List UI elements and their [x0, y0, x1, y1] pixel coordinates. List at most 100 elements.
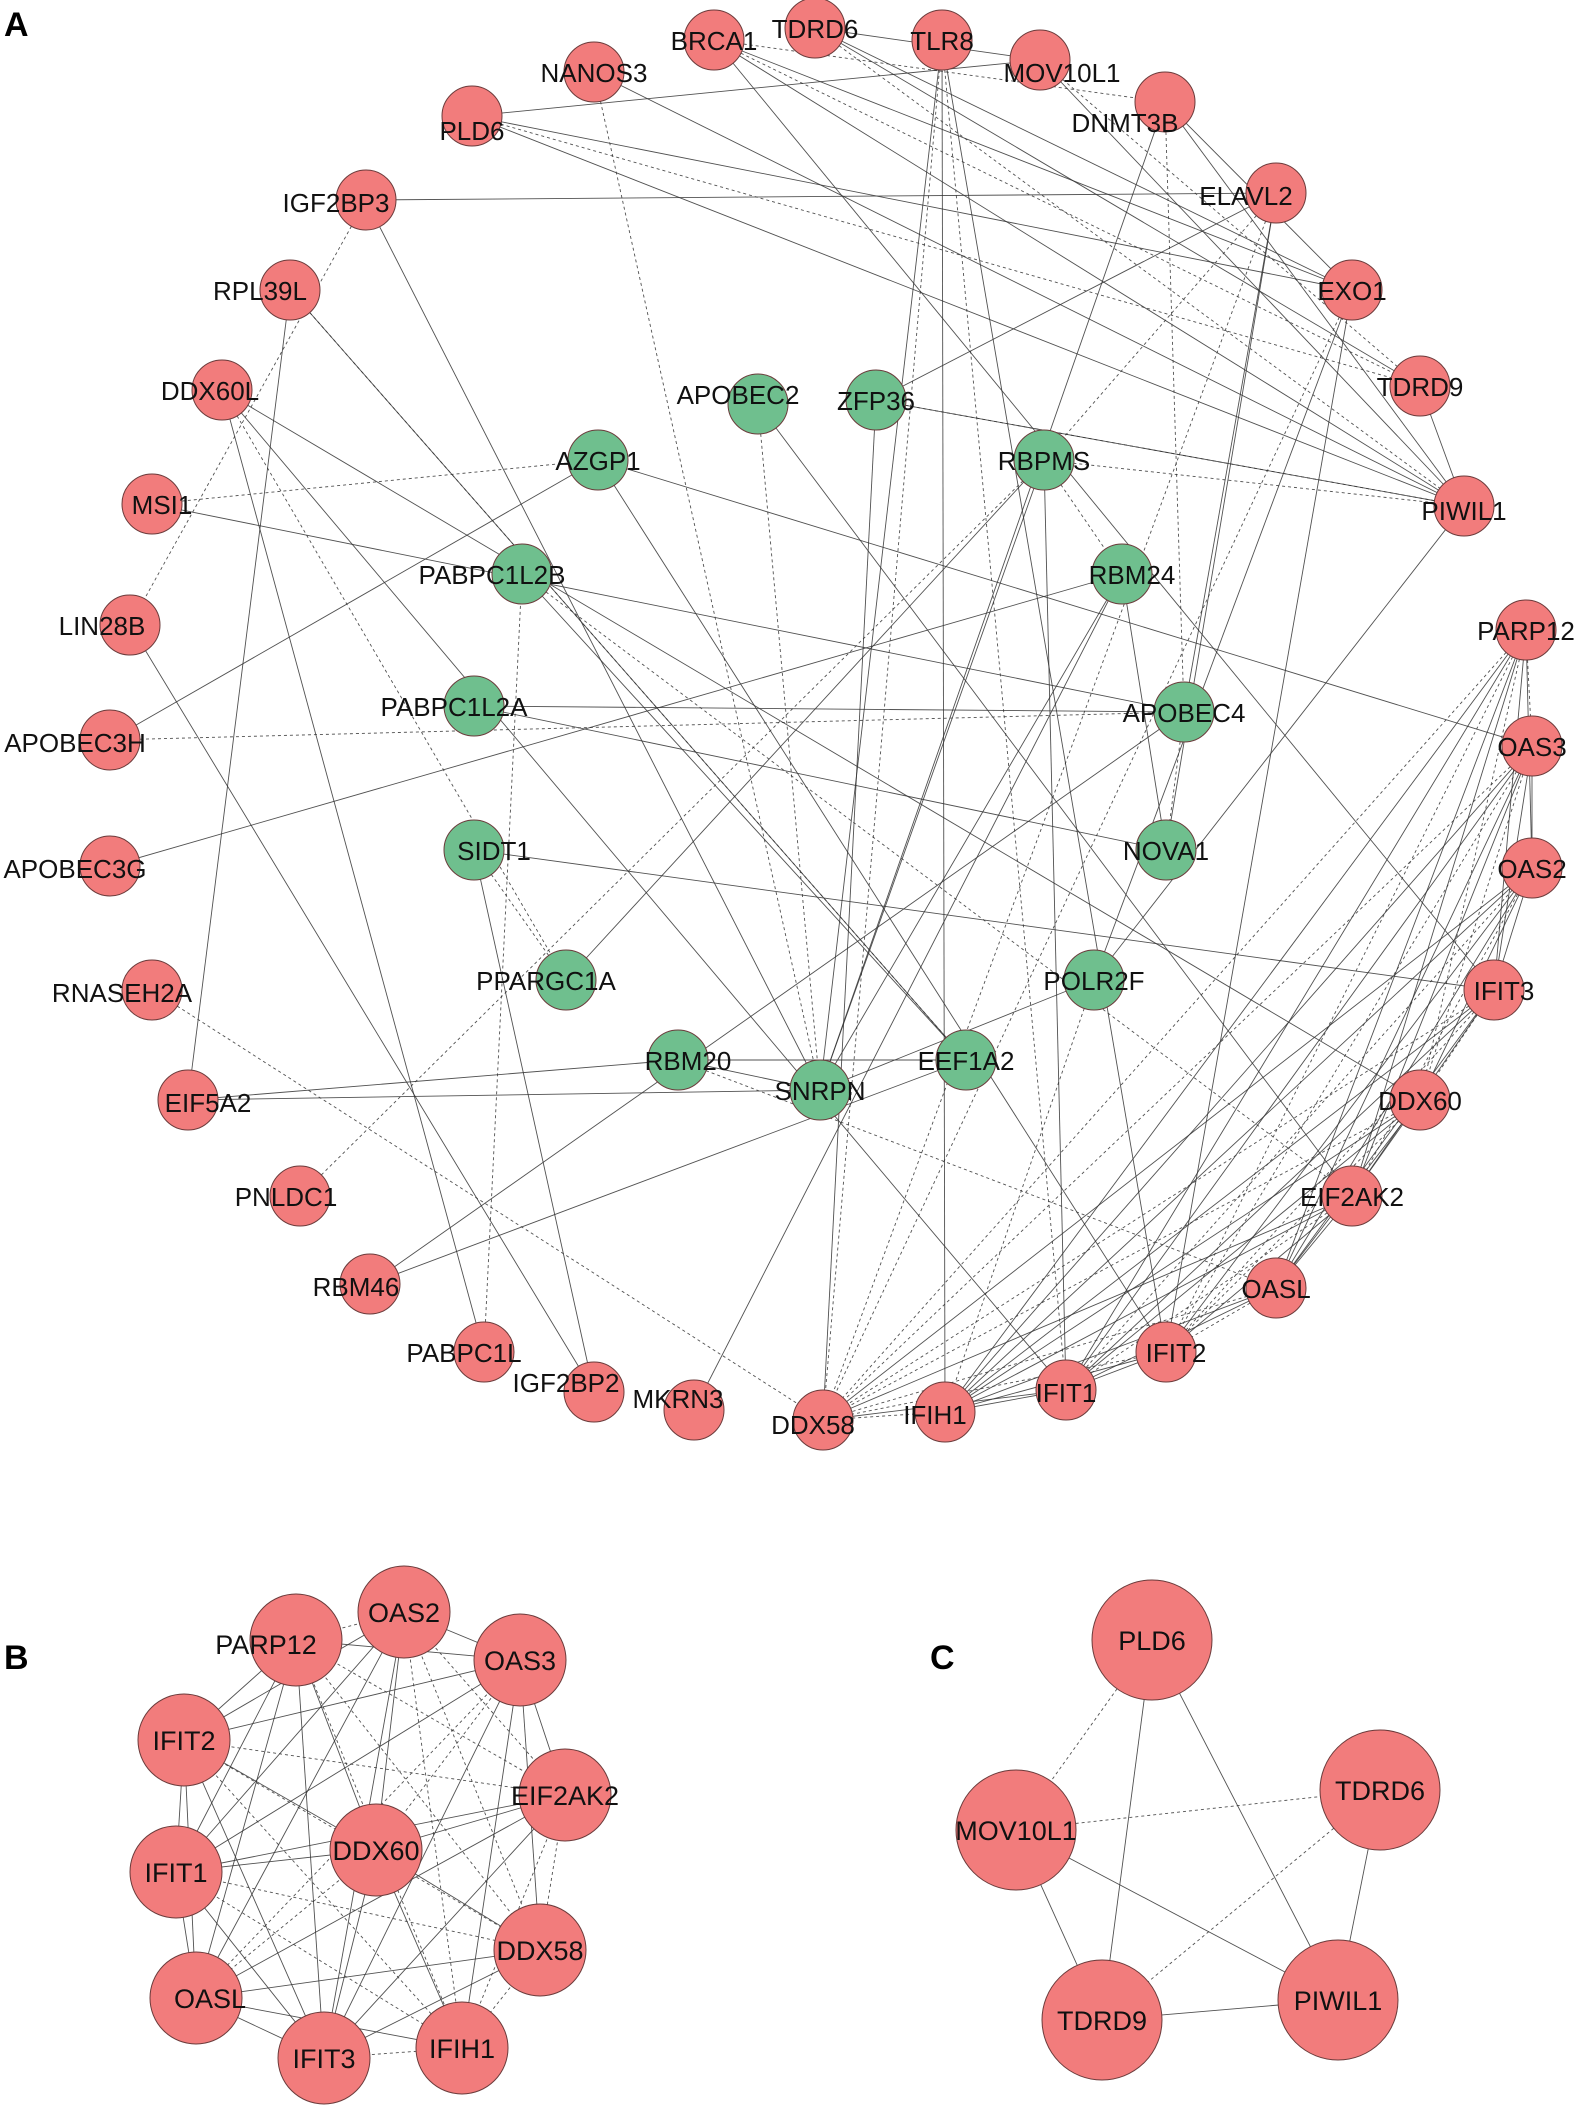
a-label-rbm20: RBM20: [645, 1046, 732, 1076]
a-label-pnldc1: PNLDC1: [235, 1182, 338, 1212]
b-node-ddx60: [329, 1803, 423, 1897]
a-edge-apobec3g-rbm24: [109, 573, 1123, 867]
a-edge-igf2bp3-elavl2: [365, 192, 1277, 201]
a-edge-rbm24-snrpn: [819, 573, 1123, 1091]
b-edge-oas3-ifit1: [175, 1659, 521, 1873]
a-edge-piwil1-rbpms: [1043, 459, 1465, 507]
a-edge-ddx60-ifih1: [944, 1099, 1421, 1413]
a-label-oas2: OAS2: [1497, 854, 1566, 884]
b-label-oas3: OAS3: [484, 1646, 556, 1676]
a-edge-ddx60l-ddx60: [221, 389, 1421, 1101]
a-edge-oas2-ifit1: [1065, 867, 1533, 1391]
a-edge-eif2ak2-ifih1: [944, 1195, 1353, 1413]
a-node-oas3: [1501, 715, 1563, 777]
b-edge-oas3-ifit2: [183, 1659, 521, 1741]
a-label-apobec3g: APOBEC3G: [3, 854, 146, 884]
a-label-rnaseh2a: RNASEH2A: [52, 978, 193, 1008]
a-edge-nanos3-piwil1: [593, 71, 1465, 507]
a-edge-apobec4-pabpc1l2a: [473, 705, 1185, 713]
a-node-rbm46: [339, 1253, 401, 1315]
a-label-pabpc1l2b: PABPC1L2B: [419, 560, 566, 590]
a-node-polr2f: [1063, 949, 1125, 1011]
a-edge-lin28b-igf2bp2: [129, 624, 595, 1393]
a-edge-elavl2-zfp36: [875, 192, 1277, 401]
b-node-parp12: [249, 1593, 343, 1687]
b-edge-ifit1-ddx58: [175, 1871, 541, 1951]
a-label-apobec4: APOBEC4: [1123, 698, 1246, 728]
a-node-sidt1: [443, 819, 505, 881]
a-label-lin28b: LIN28B: [59, 611, 146, 641]
a-label-pabpc1l: PABPC1L: [406, 1338, 521, 1368]
a-node-ddx58: [792, 1389, 854, 1451]
a-node-nova1: [1135, 819, 1197, 881]
b-node-ifih1: [415, 2001, 509, 2095]
b-edge-oas2-eif2ak2: [403, 1611, 566, 1796]
a-edge-ddx60l-ppargc1a: [221, 389, 567, 981]
a-label-snrpn: SNRPN: [774, 1076, 865, 1106]
a-edge-apobec3h-azgp1: [109, 459, 599, 741]
a-edge-oas2-ddx58: [822, 867, 1533, 1421]
a-label-oas3: OAS3: [1497, 732, 1566, 762]
a-label-pabpc1l2a: PABPC1L2A: [381, 692, 529, 722]
a-node-piwil1: [1433, 475, 1495, 537]
a-label-eif5a2: EIF5A2: [165, 1088, 252, 1118]
a-node-ddx60: [1389, 1069, 1451, 1131]
c-node-mov10l1: [955, 1769, 1077, 1891]
a-node-tdrd6: [784, 0, 846, 59]
a-node-azgp1: [567, 429, 629, 491]
a-node-lin28b: [99, 594, 161, 656]
a-label-mkrn3: MKRN3: [632, 1384, 723, 1414]
a-edge-tlr8-ifih1: [941, 39, 946, 1413]
a-edge-eif2ak2-ddx58: [822, 1195, 1353, 1421]
a-edge-elavl2-nova1: [1165, 192, 1277, 851]
b-label-ifit1: IFIT1: [144, 1858, 207, 1888]
a-node-rbpms: [1013, 429, 1075, 491]
a-label-ddx60: DDX60: [1378, 1086, 1462, 1116]
a-edge-tdrd6-piwil1: [814, 27, 1465, 507]
a-edge-oas3-ddx60: [1419, 745, 1533, 1101]
a-label-oasl: OASL: [1241, 1274, 1310, 1304]
a-edge-dnmt3b-snrpn: [819, 101, 1166, 1091]
a-edge-parp12-oasl: [1275, 629, 1527, 1289]
a-edge-oasl-ddx58: [822, 1287, 1277, 1421]
b-node-oasl: [149, 1951, 243, 2045]
b-edge-oas2-ifit1: [175, 1611, 405, 1873]
b-edge-oas3-ifih1: [461, 1659, 521, 2049]
a-edge-piwil1-polr2f: [1093, 505, 1465, 981]
a-edge-apobec2-eif2ak2: [757, 403, 1353, 1197]
a-edge-exo1-ifit2: [1165, 289, 1353, 1353]
a-node-oasl: [1245, 1257, 1307, 1319]
a-node-zfp36: [845, 369, 907, 431]
a-edge-tdrd6-exo1: [814, 27, 1353, 291]
a-label-dnmt3b: DNMT3B: [1072, 108, 1179, 138]
c-edge-mov10l1-piwil1: [1015, 1829, 1339, 2001]
a-node-ifit2: [1135, 1321, 1197, 1383]
a-edge-ifit3-ddx58: [822, 989, 1495, 1421]
a-node-ddx60l: [191, 359, 253, 421]
a-edge-pld6-exo1: [471, 115, 1353, 291]
a-label-rbpms: RBPMS: [998, 446, 1090, 476]
a-edge-exo1-ddx58: [822, 289, 1353, 1421]
c-edge-pld6-tdrd9: [1101, 1639, 1153, 2021]
a-edge-elavl2-rbpms: [1043, 192, 1277, 461]
a-edge-oas3-ifih1: [944, 745, 1533, 1413]
a-edge-ifit3-ifit1: [1065, 989, 1495, 1391]
a-edge-parp12-ddx58: [822, 629, 1527, 1421]
b-node-ifit3: [277, 2011, 371, 2105]
a-label-nanos3: NANOS3: [541, 58, 648, 88]
a-label-exo1: EXO1: [1317, 276, 1386, 306]
b-node-eif2ak2: [518, 1748, 612, 1842]
a-label-pld6: PLD6: [439, 116, 504, 146]
a-edge-elavl2-ddx58: [822, 192, 1277, 1421]
a-node-tdrd9: [1389, 355, 1451, 417]
b-edge-oas2-ddx58: [403, 1611, 541, 1951]
a-node-eef1a2: [935, 1029, 997, 1091]
a-node-pnldc1: [269, 1165, 331, 1227]
c-node-pld6: [1091, 1579, 1213, 1701]
a-edge-oasl-ifih1: [944, 1287, 1277, 1413]
a-edge-pabpc1l2b-eef1a2: [521, 573, 967, 1061]
b-node-oas2: [357, 1565, 451, 1659]
a-edge-sidt1-ifit3: [473, 849, 1495, 991]
a-node-apobec2: [727, 373, 789, 435]
c-label-pld6: PLD6: [1118, 1626, 1186, 1656]
